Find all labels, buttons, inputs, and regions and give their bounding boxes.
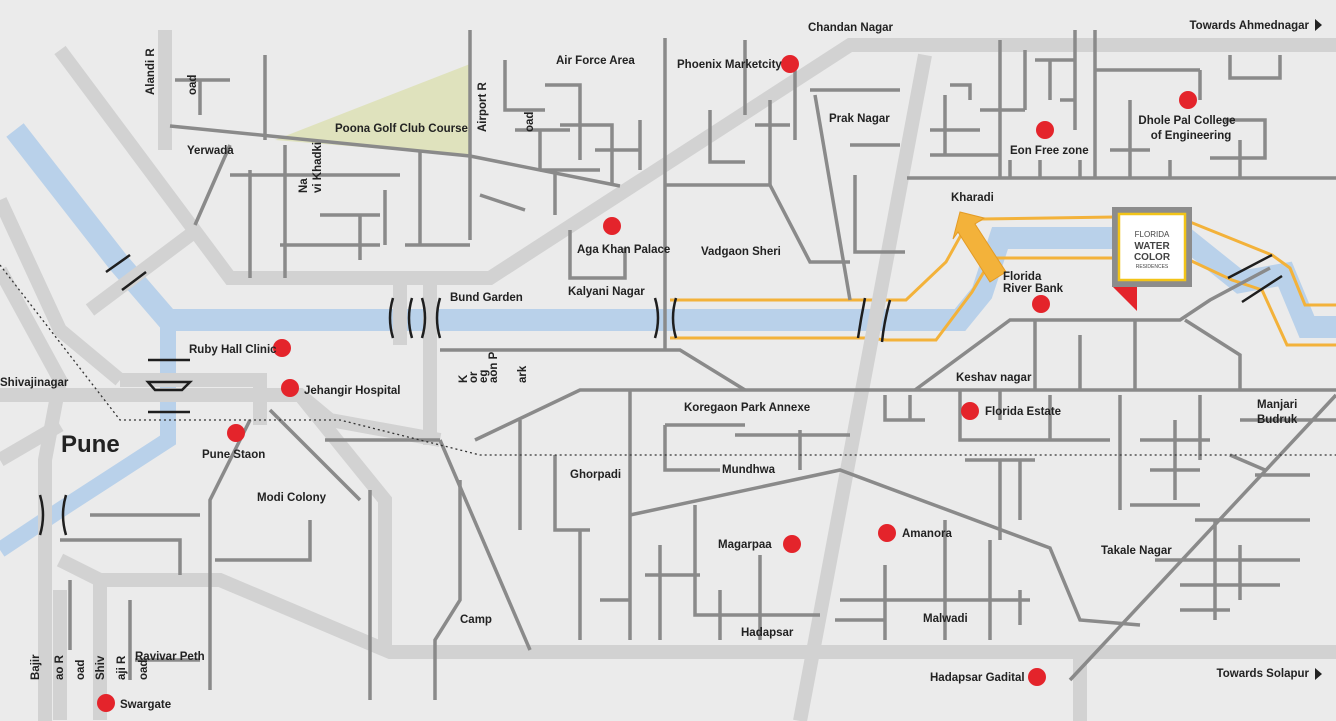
label-air-force-area: Air Force Area [556, 55, 635, 67]
label-malwadi: Malwadi [923, 613, 968, 625]
label-phoenix: Phoenix Marketcity [677, 59, 782, 71]
label-shivajinagar: Shivajinagar [0, 377, 69, 389]
logo-line1: FLORIDA [1135, 230, 1170, 239]
road-name-labels: Alandi R oad Airport R oad Na vi Khadki … [30, 48, 536, 680]
area-labels: Chandan Nagar Air Force Area Prak Nagar … [0, 22, 1298, 663]
railway-line [0, 264, 1336, 456]
poi-dot-jehangir [281, 379, 299, 397]
label-modi-colony: Modi Colony [257, 492, 327, 504]
road-shiv-1: Shiv [95, 655, 107, 680]
label-koregaon-annexe: Koregaon Park Annexe [684, 402, 810, 414]
label-dhole-2: of Engineering [1151, 130, 1232, 142]
road-shiv-2: aji R [116, 655, 128, 680]
road-bajir-2: ao R [54, 654, 66, 680]
label-florida-1: Florida [1003, 271, 1042, 283]
road-kp-2: or [468, 371, 480, 383]
road-kp-3: eg [478, 370, 490, 383]
golf-course-area [275, 64, 470, 156]
label-prak-nagar: Prak Nagar [829, 113, 890, 125]
arrow-ahmednagar-icon [1315, 19, 1322, 31]
label-manjari: Manjari [1257, 399, 1297, 411]
label-bund-garden: Bund Garden [450, 292, 523, 304]
label-florida-estate: Florida Estate [985, 406, 1061, 418]
label-eon: Eon Free zone [1010, 145, 1089, 157]
label-ghorpadi: Ghorpadi [570, 469, 621, 481]
label-towards-solapur: Towards Solapur [1217, 668, 1310, 680]
poi-dot-ruby-hall [273, 339, 291, 357]
label-poona-golf: Poona Golf Club Course [335, 123, 468, 135]
poi-dot-florida-river [1032, 295, 1050, 313]
road-nagar-1: Na [298, 178, 310, 193]
logo-line4: RESIDENCES [1136, 264, 1169, 270]
location-arrow [952, 211, 1007, 283]
logo-line2: WATER [1134, 241, 1170, 252]
label-budruk: Budruk [1257, 414, 1298, 426]
poi-dot-hadapsar-gadital [1028, 668, 1046, 686]
poi-labels: Phoenix Marketcity Dhole Pal College of … [120, 59, 1236, 711]
label-aga-khan: Aga Khan Palace [577, 244, 670, 256]
label-chandan-nagar: Chandan Nagar [808, 22, 894, 34]
label-dhole-1: Dhole Pal College [1138, 115, 1235, 127]
road-kp-1: K [458, 374, 470, 383]
road-kp-4: aon P [488, 351, 500, 383]
label-amanora: Amanora [902, 528, 952, 540]
poi-dot-magarpaa [783, 535, 801, 553]
major-roads [0, 30, 1336, 721]
label-mundhwa: Mundhwa [722, 464, 776, 476]
label-kalyani-nagar: Kalyani Nagar [568, 286, 645, 298]
poi-dot-eon [1036, 121, 1054, 139]
label-ruby-hall: Ruby Hall Clinic [189, 344, 277, 356]
label-jehangir: Jehangir Hospital [304, 385, 401, 397]
road-airport-1: Airport R [477, 81, 489, 132]
road-shiv-3: oad [138, 660, 150, 680]
road-alandi-1: Alandi R [145, 48, 157, 95]
label-pune-station: Pune Staon [202, 449, 265, 461]
poi-markers [97, 55, 1197, 712]
road-airport-2: oad [524, 112, 536, 132]
road-nagar-2: vi Khadki [312, 142, 324, 193]
label-swargate: Swargate [120, 699, 171, 711]
label-towards-ahmednagar: Towards Ahmednagar [1190, 20, 1310, 32]
label-ravivar-peth: Ravivar Peth [135, 651, 205, 663]
poi-dot-dhole [1179, 91, 1197, 109]
poi-dot-pune-station [227, 424, 245, 442]
poi-dot-florida-estate [961, 402, 979, 420]
poi-dot-phoenix [781, 55, 799, 73]
label-pune: Pune [61, 431, 120, 458]
label-magarpaa: Magarpaa [718, 539, 772, 551]
label-vadgaon-sheri: Vadgaon Sheri [701, 246, 781, 258]
bridges [38, 253, 1283, 536]
arrow-solapur-icon [1315, 668, 1322, 680]
minor-roads [60, 30, 1336, 700]
poi-dot-swargate [97, 694, 115, 712]
label-keshav-nagar: Keshav nagar [956, 372, 1032, 384]
label-hadapsar-gadital: Hadapsar Gadital [930, 672, 1025, 684]
label-hadapsar: Hadapsar [741, 627, 794, 639]
label-yerwada: Yerwada [187, 145, 234, 157]
florida-logo-marker: FLORIDA WATER COLOR RESIDENCES [1112, 207, 1192, 311]
poi-dot-amanora [878, 524, 896, 542]
poi-dot-aga-khan [603, 217, 621, 235]
road-bajir-1: Bajir [30, 654, 42, 680]
label-kharadi: Kharadi [951, 192, 994, 204]
label-camp: Camp [460, 614, 492, 626]
road-alandi-2: oad [187, 75, 199, 95]
road-bajir-3: oad [75, 660, 87, 680]
label-florida-2: River Bank [1003, 283, 1064, 295]
logo-line3: COLOR [1134, 252, 1171, 263]
road-kp-5: ark [517, 365, 529, 383]
label-takale-nagar: Takale Nagar [1101, 545, 1172, 557]
